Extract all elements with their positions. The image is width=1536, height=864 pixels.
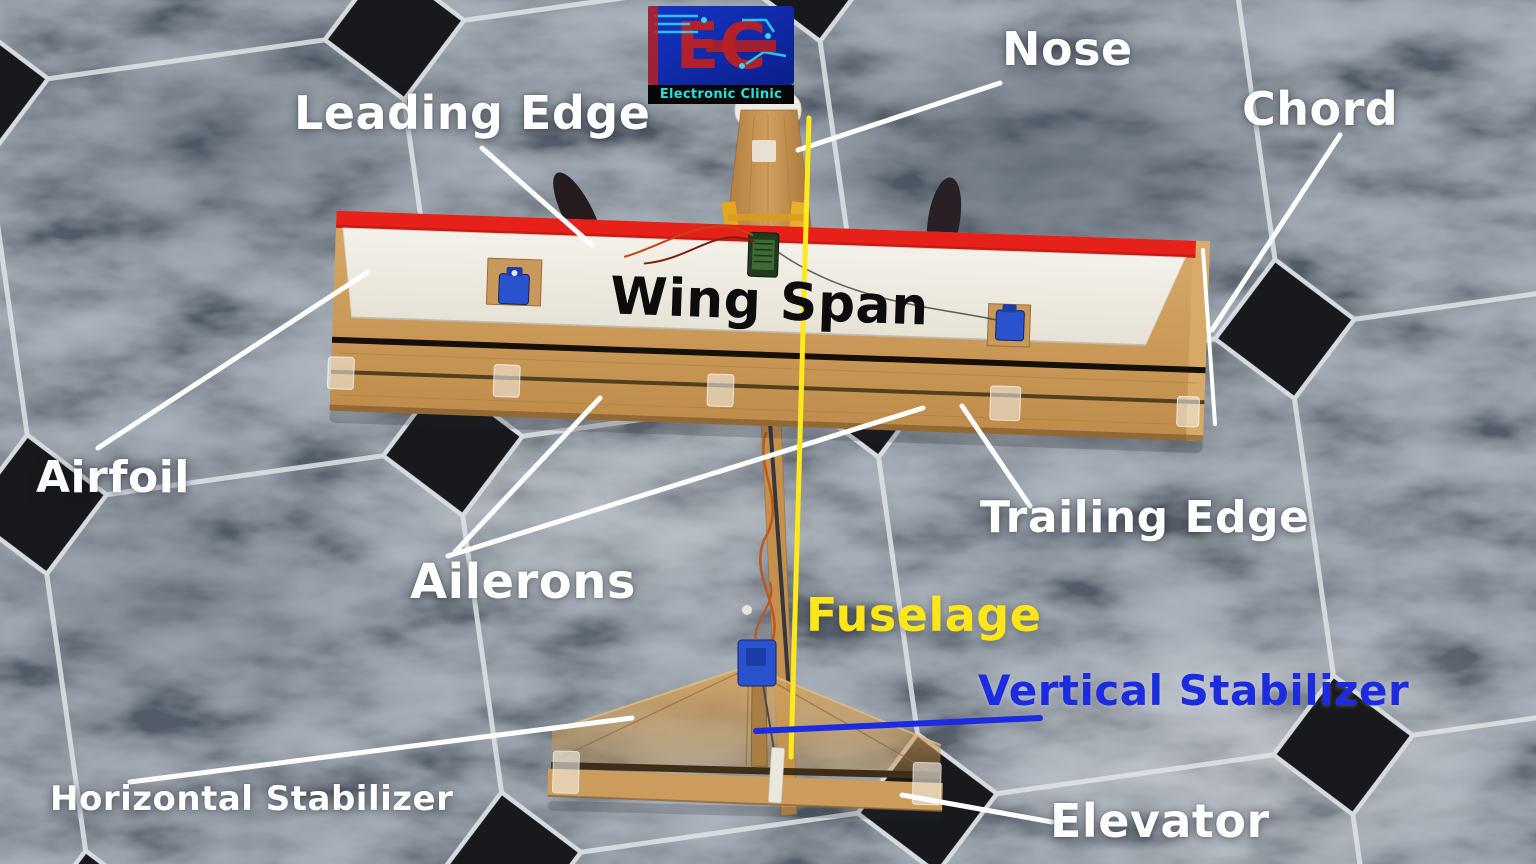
- label-airfoil: Airfoil: [36, 452, 190, 503]
- label-chord: Chord: [1242, 82, 1399, 136]
- aileron-pointer-line-right: [445, 405, 926, 559]
- chord-pointer-line: [1209, 132, 1343, 333]
- label-elevator: Elevator: [1050, 794, 1270, 848]
- label-wing-span: Wing Span: [609, 266, 930, 338]
- label-nose: Nose: [1002, 22, 1133, 76]
- label-horizontal-stabilizer: Horizontal Stabilizer: [50, 779, 454, 819]
- label-fuselage: Fuselage: [806, 588, 1042, 642]
- logo-brand-text: Electronic Clinic: [648, 85, 794, 104]
- aileron-servo-right: [995, 304, 1025, 342]
- elevator-hinge-line: [551, 761, 941, 779]
- horizontal-stabilizer-pointer-line: [127, 715, 635, 785]
- horizontal-stabilizer-surface: [551, 665, 941, 776]
- hinge-tape-left: [551, 750, 580, 794]
- nose-tape: [752, 140, 776, 162]
- airfoil-pointer-line: [95, 269, 371, 451]
- boom-tape-dot: [742, 605, 752, 615]
- nose-pointer-line: [795, 80, 1003, 153]
- label-ailerons: Ailerons: [410, 554, 636, 610]
- control-horn: [767, 746, 786, 804]
- tail-servo: [737, 581, 777, 687]
- aileron-pointer-line-left: [452, 395, 603, 555]
- brand-logo: EC Electronic Clinic: [646, 6, 796, 104]
- aileron-servo-left: [498, 266, 530, 305]
- fuselage-axis-line: [788, 115, 812, 760]
- label-trailing-edge: Trailing Edge: [980, 492, 1310, 543]
- rubber-band-cross: [728, 214, 808, 221]
- aileron-hinge-line: [330, 369, 1205, 405]
- receiver-board: [747, 231, 780, 278]
- receiver-wire-dark: [643, 236, 756, 265]
- vertical-stabilizer-pointer-line: [753, 715, 1043, 734]
- hinge-tape-right: [911, 761, 942, 806]
- logo-art: EC: [648, 6, 794, 85]
- label-leading-edge: Leading Edge: [294, 86, 651, 140]
- wing-spar-line: [331, 336, 1206, 374]
- leading-edge-pointer-line: [479, 145, 595, 248]
- elevator-pointer-line: [899, 792, 1055, 825]
- aileron-hinge-tapes: [326, 356, 1200, 428]
- wire-bundle: [768, 421, 791, 693]
- receiver-wire-red: [623, 225, 754, 258]
- annotation-lines: [95, 80, 1343, 825]
- trailing-edge-pointer-line: [959, 403, 1033, 509]
- label-vertical-stabilizer: Vertical Stabilizer: [978, 666, 1410, 715]
- tail-shadow: [548, 800, 944, 821]
- elevator-pushrod: [762, 686, 776, 753]
- tail-assembly: [547, 641, 944, 821]
- elevator-surface: [547, 768, 943, 812]
- circuit-traces: [654, 14, 787, 66]
- servo-wire-orange: [759, 431, 776, 653]
- chord-reference-line: [1201, 248, 1217, 426]
- nose-block: [721, 91, 813, 241]
